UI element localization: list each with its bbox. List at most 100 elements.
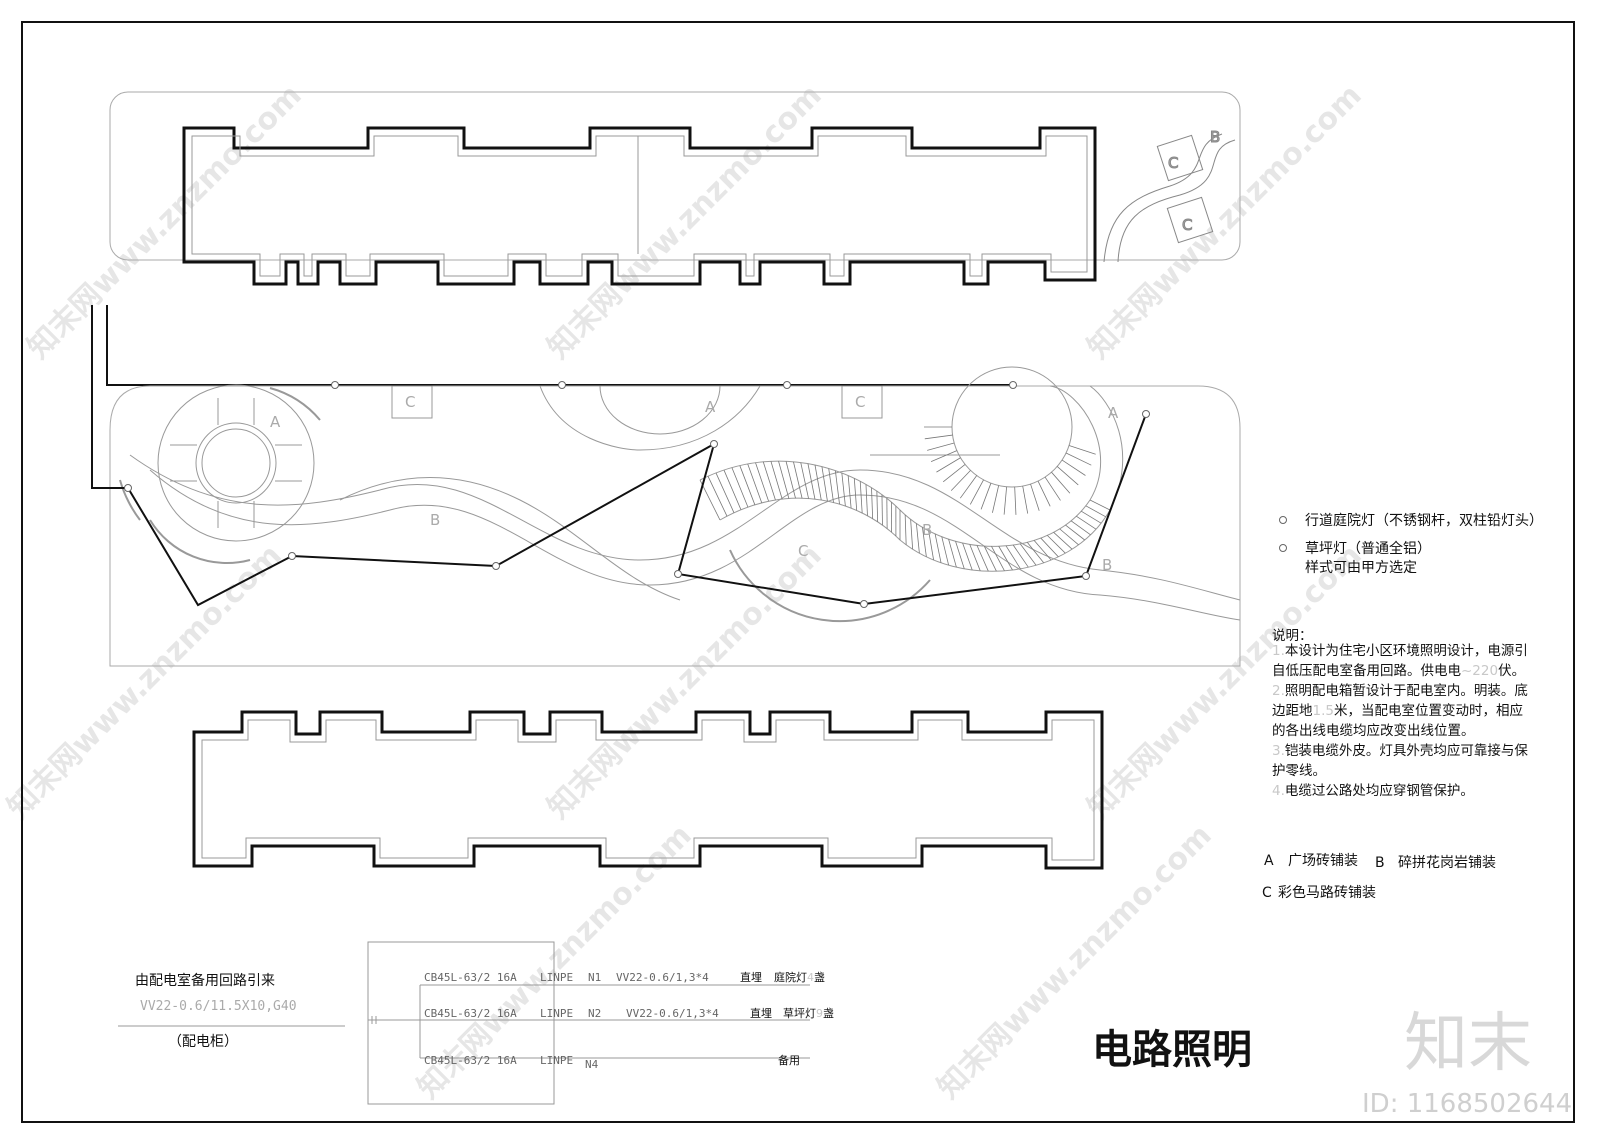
zone-label-a: A [270, 413, 281, 431]
note-1-line-2: 自低压配电室备用回路。供电电~220伏。 [1272, 662, 1525, 679]
panel-cabinet-label: （配电柜） [168, 1034, 238, 1050]
stair-tread [915, 523, 920, 554]
paving-legend: A 广场砖铺装 B 碎拼花岗岩铺装 C 彩色马路砖铺装 [1262, 853, 1496, 901]
stair-tread [1081, 510, 1102, 524]
zone-label-b: B [922, 521, 932, 539]
lawn-lamp-icon [1279, 544, 1287, 552]
watermark-text: 知末网www.znzmo.com [21, 78, 309, 366]
row3-breaker: CB45L-63/2 16A [424, 1054, 517, 1067]
row2-type: LINPE [540, 1007, 573, 1020]
feed-cable [91, 305, 1015, 489]
row1-load: 庭院灯4盏 [774, 970, 825, 984]
zone-label-b: B [430, 511, 440, 529]
note-1-line-1: 1.本设计为住宅小区环境照明设计，电源引 [1272, 643, 1528, 659]
stair-tread [762, 461, 776, 501]
panel-source: 由配电室备用回路引来 [135, 972, 275, 989]
stair-tread [1085, 505, 1106, 518]
stair-tread [847, 475, 852, 509]
stair-tread [950, 470, 971, 491]
paving-c-key: C [1262, 885, 1272, 901]
stair-tread [910, 519, 914, 550]
stair-tread [1040, 537, 1059, 558]
stair-tread [755, 462, 769, 502]
stair-tread [707, 476, 728, 517]
panel-feed-cable: VV22-0.6/11.5X10,G40 [140, 999, 297, 1014]
stair-tread [948, 539, 957, 568]
stair-tread [942, 464, 966, 483]
stair-tread [927, 442, 955, 451]
stair-tread [1061, 459, 1086, 476]
stair-tread [934, 533, 942, 563]
row2-lay: 直埋 [750, 1006, 772, 1020]
stair-tread [936, 457, 961, 473]
zone-label-a: A [705, 398, 716, 416]
stair-tread [1012, 544, 1029, 568]
zone-label-a: A [1108, 404, 1119, 422]
drawing-title: 电路照明 [1092, 1027, 1252, 1073]
legend-lawn-lamp: 草坪灯（普通全铝） [1305, 540, 1431, 557]
stair-tread [731, 467, 749, 508]
drawing-frame [21, 21, 1575, 1123]
notes-heading: 说明： [1272, 628, 1313, 644]
stair-tread [969, 479, 984, 505]
stair-tread [739, 465, 756, 505]
paving-a-text: 广场砖铺装 [1288, 853, 1358, 869]
stair-tread [1030, 483, 1040, 511]
stair-tread [1047, 535, 1066, 554]
stair-treads [699, 426, 1111, 572]
legend-lawn-lamp-note: 样式可由甲方选定 [1305, 560, 1417, 576]
zone-label-c: C [1182, 216, 1192, 234]
brand-logo-watermark: 知末 [1404, 1007, 1532, 1081]
watermark-text: 知末网www.znzmo.com [1081, 78, 1369, 366]
legend-street-lamp: 行道庭院灯（不锈钢杆，双柱铅灯头） [1305, 512, 1543, 529]
stair-tread [785, 461, 796, 499]
lamp-icon [492, 562, 500, 570]
zone-label-c: C [1168, 154, 1178, 172]
stair-tread [959, 475, 978, 499]
stair-tread [1022, 485, 1029, 514]
stair-tread [1089, 499, 1111, 511]
lamp-markers [124, 381, 1150, 608]
circuit-n2 [676, 413, 1147, 606]
upper-right-path: C C B [1103, 128, 1236, 263]
stair-tread [834, 470, 840, 505]
stair-tread [881, 494, 883, 526]
stair-tread [1033, 540, 1052, 561]
stair-tread [1068, 445, 1096, 455]
stair-tread [793, 461, 803, 499]
paving-c-text: 彩色马路砖铺装 [1278, 884, 1376, 901]
row2-breaker: CB45L-63/2 16A [424, 1007, 517, 1020]
panel-box [367, 941, 555, 1105]
upper-building [182, 126, 1097, 286]
stair-tread [1076, 515, 1097, 530]
stair-tread [1003, 486, 1008, 515]
stair-tread [747, 463, 763, 504]
stair-tread [1070, 520, 1091, 536]
stair-tread [1037, 480, 1051, 507]
stair-tread [998, 546, 1013, 571]
row2-load: 草坪灯9盏 [783, 1006, 834, 1020]
zone-label-c: C [855, 393, 865, 411]
courtyard-zone-labels: A A A B B B C C C [270, 393, 1119, 574]
row1-cable: VV22-0.6/1,3*4 [616, 971, 709, 984]
courtyard-boundary [109, 385, 1241, 667]
stair-tread [962, 542, 973, 571]
stair-tread [1056, 466, 1079, 486]
stair-tread [723, 469, 742, 510]
stair-tread [1053, 532, 1073, 550]
row1-type: LINPE [540, 971, 573, 984]
paving-a-key: A [1264, 853, 1274, 869]
lamp-icon [1142, 410, 1150, 418]
design-notes: 说明： 1.本设计为住宅小区环境照明设计，电源引 自低压配电室备用回路。供电电~… [1272, 628, 1528, 799]
lamp-icon [783, 381, 791, 389]
stair-tread [821, 466, 828, 502]
stair-tread [941, 536, 950, 566]
stair-tread [800, 462, 809, 499]
paving-b-text: 碎拼花岗岩铺装 [1398, 855, 1496, 871]
stair-tread [699, 479, 721, 521]
lamp-icon [1009, 381, 1017, 389]
stair-tread [1014, 486, 1017, 515]
zone-label-c: C [798, 542, 808, 560]
zone-label-b: B [1210, 128, 1220, 146]
